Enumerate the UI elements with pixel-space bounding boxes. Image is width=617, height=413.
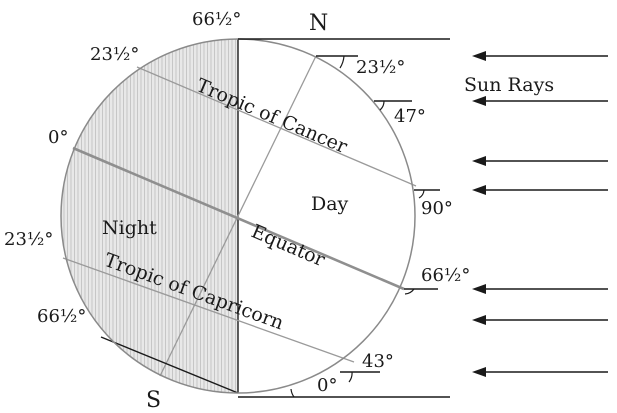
latitude-23-lower-label: 23½° [4,229,53,250]
angle-0-label: 0° [317,375,337,396]
earth-axis [159,55,317,377]
north-pole-label: N [309,11,328,36]
arrowhead-icon [472,367,486,377]
angle-23-label: 23½° [356,57,405,78]
angle-arc-90 [418,189,425,199]
angle-arc-66 [404,288,415,295]
angle-43-label: 43° [362,351,394,372]
latitude-23-upper-label: 23½° [90,44,139,65]
arrowhead-icon [472,156,486,166]
angle-90-label: 90° [421,198,453,219]
angle-47-label: 47° [394,106,426,127]
arrowhead-icon [472,51,486,61]
day-label: Day [311,193,349,215]
angle-arc-47 [379,100,385,111]
equator-line [72,146,405,291]
angle-arc-43 [348,371,353,383]
sun-rays-label: Sun Rays [464,74,554,96]
arrowhead-icon [472,315,486,325]
night-label: Night [102,217,157,239]
angle-66-label: 66½° [421,265,470,286]
tropic-of-cancer-line [136,66,417,187]
sun-ray-arrows [472,51,608,377]
latitude-66-top-label: 66½° [192,9,241,30]
arrowhead-icon [472,96,486,106]
angle-arc-0 [290,388,295,398]
antarctic-line [100,336,239,394]
angle-arc-23 [339,55,345,69]
arrowhead-icon [472,185,486,195]
latitude-66-lower-label: 66½° [37,306,86,327]
latitude-0-label: 0° [48,127,68,148]
south-pole-label: S [146,388,161,413]
tropic-of-capricorn-line [62,257,355,363]
arrowhead-icon [472,284,486,294]
equator-label: Equator [248,220,329,271]
